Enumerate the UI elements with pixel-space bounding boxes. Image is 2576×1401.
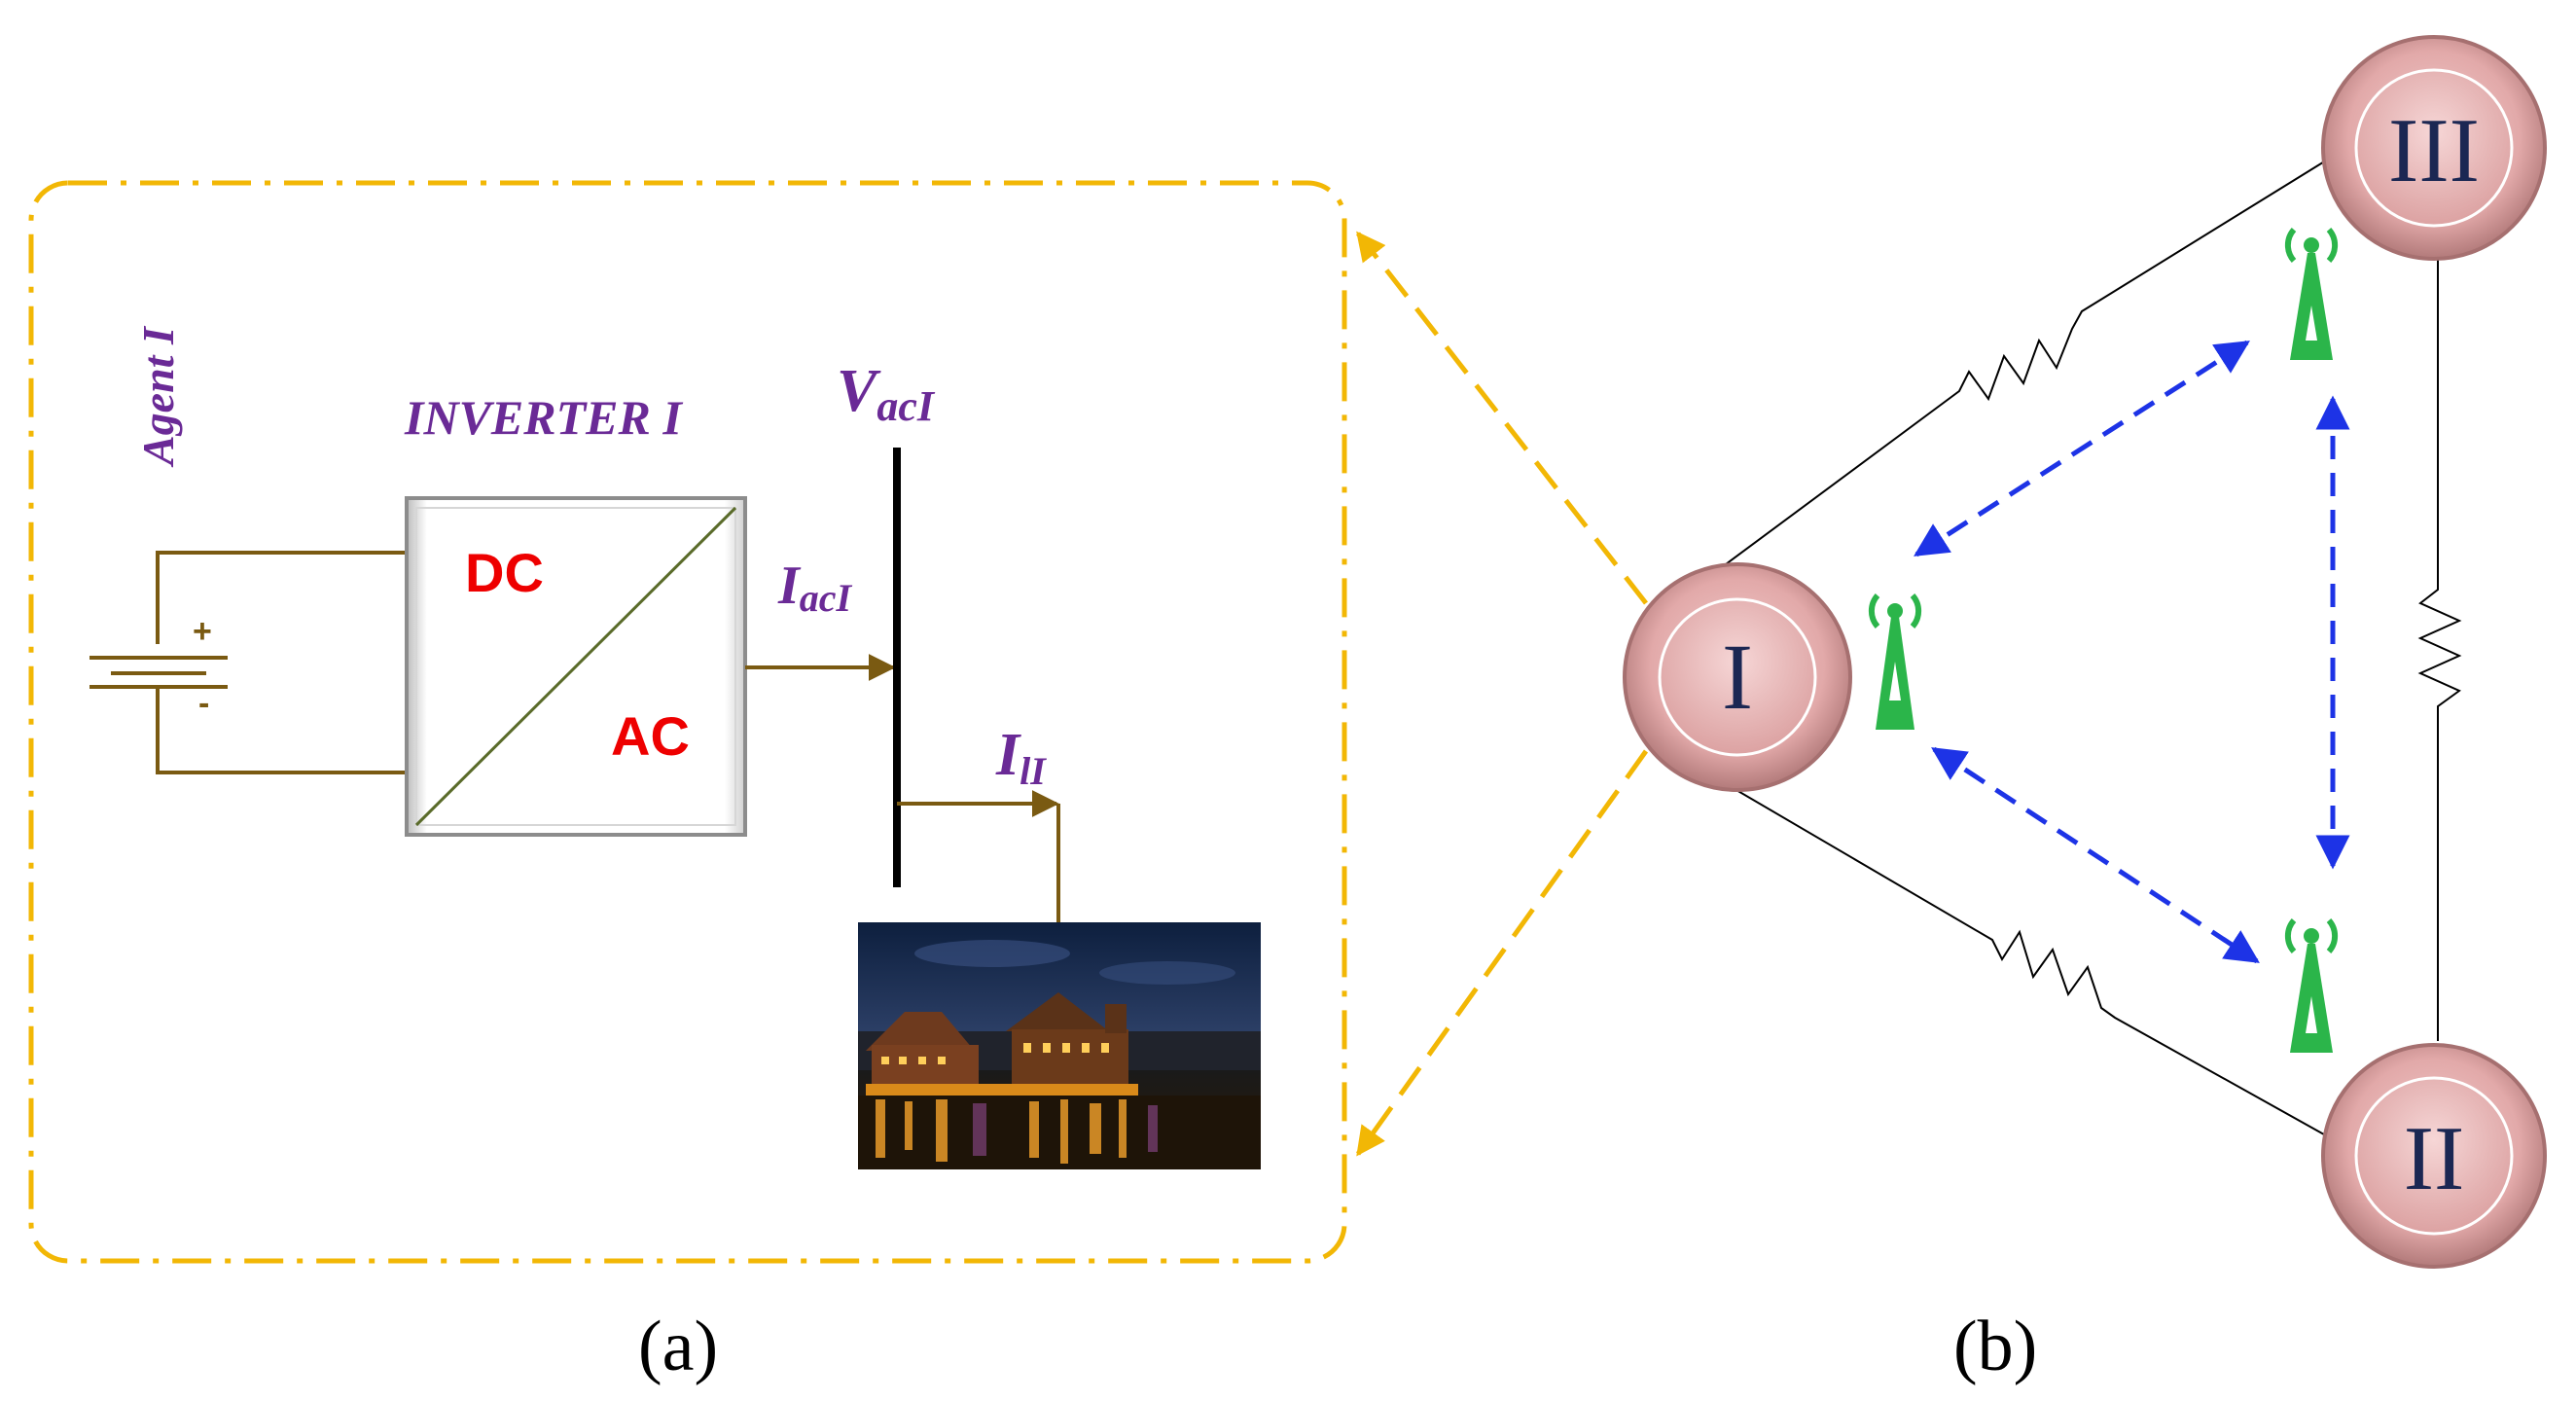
node-ii: II — [2321, 1043, 2547, 1269]
agent-label: Agent I — [133, 325, 183, 468]
node-ii-label: II — [2404, 1108, 2465, 1209]
ac-label: AC — [611, 705, 690, 767]
node-iii: III — [2321, 35, 2547, 261]
line-i-iii — [1725, 147, 2347, 565]
battery-wiring — [156, 551, 407, 774]
caption-b: (b) — [1953, 1307, 2037, 1386]
agent-boundary-box — [28, 180, 1347, 1264]
zoom-lines — [1355, 231, 1649, 1157]
antenna-tower-icon — [1868, 593, 1922, 730]
comm-links — [1914, 340, 2350, 964]
bus-voltage-label: VacI — [837, 358, 936, 430]
node-iii-label: III — [2388, 100, 2480, 201]
panel-b: I III II (b) — [1623, 35, 2547, 1386]
node-i-label: I — [1722, 625, 1753, 729]
panel-a: Agent I INVERTER I + - DC AC Vac — [28, 180, 1347, 1386]
inverter-box — [405, 496, 747, 837]
caption-a: (a) — [638, 1307, 718, 1386]
load-image — [858, 922, 1261, 1169]
line-ii-iii — [2417, 255, 2462, 1041]
battery-icon — [89, 656, 228, 689]
antenna-tower-icon — [2284, 918, 2339, 1053]
node-i: I — [1623, 562, 1852, 792]
load-current-label: IlI — [995, 722, 1047, 793]
inverter-label: INVERTER I — [404, 390, 683, 445]
inverter-current-label: IacI — [777, 556, 853, 620]
battery-minus-sign: - — [198, 685, 209, 722]
battery-plus-sign: + — [193, 613, 212, 650]
line-i-ii — [1729, 785, 2349, 1149]
dc-label: DC — [465, 542, 544, 603]
antenna-tower-icon — [2284, 228, 2339, 360]
